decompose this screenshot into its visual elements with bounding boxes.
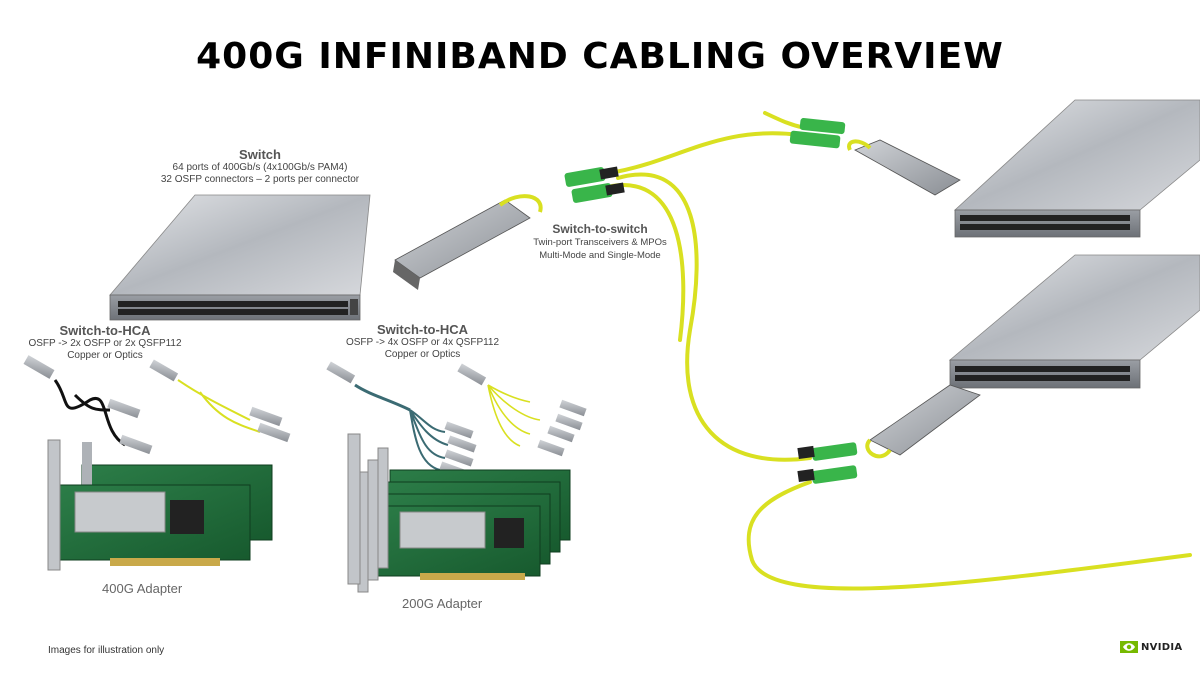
fiber-cable-top-exit	[763, 111, 807, 130]
adapter-200g-label: 200G Adapter	[402, 596, 483, 611]
osfp-transceiver-bottom-right	[797, 384, 981, 484]
switch-to-switch-label: Switch-to-switch Twin-port Transceivers …	[510, 222, 690, 262]
footnote: Images for illustration only	[48, 645, 165, 656]
switch-chassis-top-right	[953, 99, 1200, 238]
switch-chassis-main	[109, 194, 371, 321]
nvidia-logo: NVIDIA	[1120, 641, 1182, 653]
adapter-400g	[47, 439, 273, 571]
mpo-connectors-center	[564, 166, 625, 203]
fiber-cables	[610, 111, 1192, 591]
fiber-cable-top-loop-2	[610, 183, 686, 342]
osfp-transceiver-center	[393, 166, 625, 290]
fiber-cable-bottom-right	[746, 480, 1192, 591]
switch-label-line1: 64 ports of 400Gb/s (4x100Gb/s PAM4)	[172, 162, 348, 173]
sts-line1: Twin-port Transceivers & MPOs	[533, 237, 667, 248]
nvidia-eye-icon	[1120, 641, 1138, 653]
hca-left-line1: OSFP -> 2x OSFP or 2x QSFP112	[28, 338, 182, 349]
sts-line2: Multi-Mode and Single-Mode	[539, 250, 661, 261]
nvidia-logo-text: NVIDIA	[1141, 641, 1183, 653]
sts-title: Switch-to-switch	[552, 222, 648, 236]
adapter-400g-label: 400G Adapter	[102, 581, 183, 596]
switch-label-line2: 32 OSFP connectors – 2 ports per connect…	[160, 174, 360, 185]
hca-cable-2x-copper	[23, 355, 153, 455]
osfp-transceiver-top-right	[789, 118, 961, 196]
hca-cable-4x-copper	[326, 361, 477, 479]
hca-cable-2x-optical	[149, 359, 291, 443]
switch-label: Switch 64 ports of 400Gb/s (4x100Gb/s PA…	[130, 147, 390, 186]
adapter-200g	[347, 433, 571, 593]
hca-right-line2: Copper or Optics	[384, 349, 461, 360]
hca-cable-4x-optical	[457, 363, 587, 457]
hca-right-title: Switch-to-HCA	[377, 322, 468, 337]
switch-label-title: Switch	[239, 147, 281, 162]
hca-right-line1: OSFP -> 4x OSFP or 4x QSFP112	[345, 337, 500, 348]
switch-chassis-bottom-right	[948, 254, 1200, 389]
hca-left-line2: Copper or Optics	[67, 350, 143, 361]
fiber-cable-top-loop	[616, 172, 812, 462]
page-title: 400G INFINIBAND CABLING OVERVIEW	[196, 36, 1004, 77]
fiber-cable-upper-right	[613, 131, 802, 174]
hca-left-label: Switch-to-HCA OSFP -> 2x OSFP or 2x QSFP…	[5, 323, 205, 362]
hca-right-label: Switch-to-HCA OSFP -> 4x OSFP or 4x QSFP…	[315, 322, 530, 361]
hca-left-title: Switch-to-HCA	[59, 323, 151, 338]
